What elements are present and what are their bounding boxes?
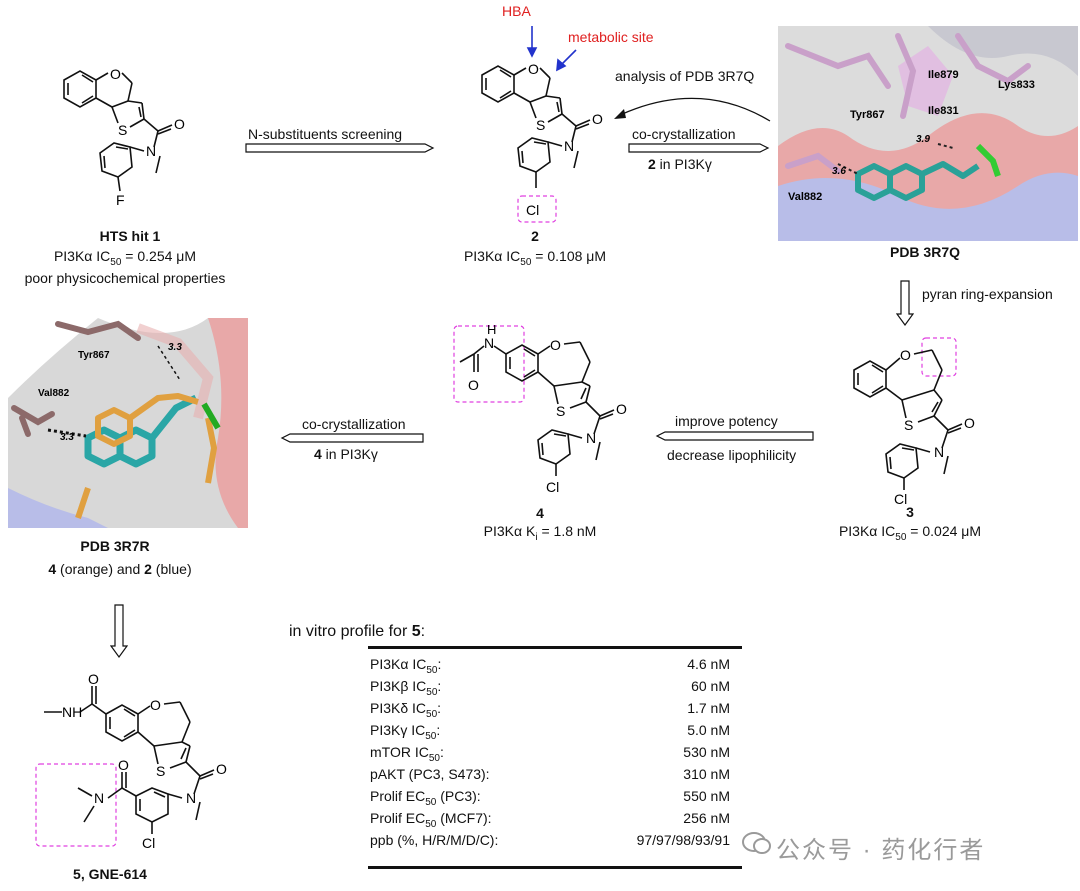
atom-cl: Cl: [142, 835, 155, 851]
atom-n: N: [146, 143, 156, 159]
arrow-label-cocrystallization-1: co-crystallization: [632, 126, 736, 142]
arrow-ring-expansion: [896, 280, 914, 326]
table-row: mTOR IC50:530 nM: [370, 744, 730, 764]
atom-s: S: [118, 122, 127, 138]
compound-2-name: 2: [531, 228, 539, 244]
pdb-3r7q-caption: PDB 3R7Q: [889, 244, 961, 260]
atom-h: H: [487, 322, 496, 337]
atom-o: O: [900, 347, 911, 363]
atom-o: O: [150, 697, 161, 713]
pdb-3r7r-caption: PDB 3R7R: [80, 538, 150, 554]
arrow-label-screening: N-substituents screening: [248, 126, 403, 142]
atom-n: N: [564, 138, 574, 154]
arrow-analysis: [614, 97, 771, 122]
table-row: Prolif EC50 (PC3):550 nM: [370, 788, 730, 808]
table-row: Prolif EC50 (MCF7):256 nM: [370, 810, 730, 830]
residue-label: Val882: [788, 191, 822, 203]
atom-o: O: [110, 66, 121, 82]
atom-n: N: [94, 790, 104, 806]
compound-3-name: 3: [906, 504, 914, 520]
table-row: ppb (%, H/R/M/D/C):97/97/98/93/91: [370, 832, 730, 848]
table-bottom-rule: [368, 866, 742, 869]
arrow-label-analysis: analysis of PDB 3R7Q: [615, 68, 755, 84]
atom-o: O: [592, 111, 603, 127]
metabolic-site-label: metabolic site: [568, 29, 654, 45]
table-row: PI3Kβ IC50:60 nM: [370, 678, 730, 698]
hit-1-ic50: PI3Kα IC50 = 0.254 μM: [53, 248, 197, 268]
atom-o: O: [528, 61, 539, 77]
residue-label: Tyr867: [850, 109, 885, 121]
crystal-structure-3r7r: Tyr867 Val882 3.3 3.3: [8, 318, 248, 528]
compound-5-name: 5, GNE-614: [73, 866, 147, 882]
arrow-sublabel-cocrystallization-1: 2 in PI3Kγ: [648, 156, 712, 172]
compound-3-ic50: PI3Kα IC50 = 0.024 μM: [838, 523, 982, 543]
atom-o: O: [88, 672, 99, 687]
arrow-screening: [245, 143, 435, 153]
compound-2-ic50: PI3Kα IC50 = 0.108 μM: [463, 248, 607, 268]
atom-n: N: [186, 790, 196, 806]
atom-cl: Cl: [546, 479, 559, 495]
arrow-label-cocrystallization-2: co-crystallization: [302, 416, 406, 432]
table-row: PI3Kγ IC50:5.0 nM: [370, 722, 730, 742]
atom-cl: Cl: [526, 202, 539, 218]
atom-o: O: [964, 415, 975, 431]
hba-label: HBA: [502, 3, 531, 19]
atom-s: S: [556, 403, 565, 419]
atom-n: N: [586, 430, 596, 446]
atom-o: O: [468, 377, 479, 393]
residue-label: Tyr867: [78, 350, 110, 361]
table-row: PI3Kα IC50:4.6 nM: [370, 656, 730, 676]
table-row: PI3Kδ IC50:1.7 nM: [370, 700, 730, 720]
atom-f: F: [116, 192, 125, 208]
wechat-icon: [742, 832, 771, 854]
arrow-label-ring-expansion: pyran ring-expansion: [922, 286, 1053, 302]
atom-o: O: [174, 116, 185, 132]
atom-cl: Cl: [894, 491, 907, 507]
structure-compound-4: O N H O S O N Cl: [453, 322, 627, 495]
residue-label: Ile879: [928, 69, 959, 81]
atom-n: N: [934, 444, 944, 460]
arrow-sublabel-cocrystallization-2: 4 in PI3Kγ: [314, 446, 378, 462]
atom-o: O: [216, 761, 227, 777]
arrow-improve-potency: [655, 431, 814, 441]
atom-s: S: [536, 117, 545, 133]
atom-s: S: [904, 417, 913, 433]
structure-compound-2: O S O N Cl: [481, 26, 603, 223]
profile-table: PI3Kα IC50:4.6 nM PI3Kβ IC50:60 nM PI3Kδ…: [368, 653, 740, 851]
structure-hit-1: O S O N F: [63, 66, 185, 208]
pdb-3r7r-legend: 4 (orange) and 2 (blue): [48, 561, 192, 577]
structure-compound-3: O S O N Cl: [853, 337, 975, 507]
residue-label: Lys833: [998, 79, 1035, 91]
distance-label: 3.6: [832, 166, 846, 177]
atom-o: O: [616, 401, 627, 417]
table-top-rule: [368, 646, 742, 649]
arrow-label-improve: improve potency: [675, 413, 778, 429]
distance-label: 3.3: [60, 432, 74, 443]
table-row: pAKT (PC3, S473):310 nM: [370, 766, 730, 782]
residue-label: Val882: [38, 388, 70, 399]
arrow-cocrystallization-1: [628, 143, 770, 153]
distance-label: 3.9: [916, 134, 930, 145]
hit-1-name: HTS hit 1: [99, 228, 161, 244]
crystal-structure-3r7q: Ile879 Lys833 Ile831 Tyr867 Val882 3.9 3…: [778, 26, 1078, 241]
compound-4-ki: PI3Kα Ki = 1.8 nM: [483, 523, 597, 543]
atom-o: O: [550, 337, 561, 353]
structure-compound-5: O NH O S O N O N Cl: [35, 672, 227, 851]
arrow-label-decrease: decrease lipophilicity: [667, 447, 797, 463]
residue-label: Ile831: [928, 105, 959, 117]
distance-label: 3.3: [168, 342, 182, 353]
profile-title: in vitro profile for 5:: [289, 623, 426, 640]
atom-nh: N: [484, 335, 494, 351]
arrow-cocrystallization-2: [280, 433, 424, 443]
compound-4-name: 4: [536, 505, 544, 521]
atom-o: O: [118, 757, 129, 773]
watermark-text: 公众号 · 药化行者: [776, 837, 986, 864]
atom-nh: NH: [62, 704, 82, 720]
hit-1-note: poor physicochemical properties: [24, 270, 226, 286]
atom-s: S: [156, 763, 165, 779]
arrow-to-compound-5: [110, 604, 128, 659]
